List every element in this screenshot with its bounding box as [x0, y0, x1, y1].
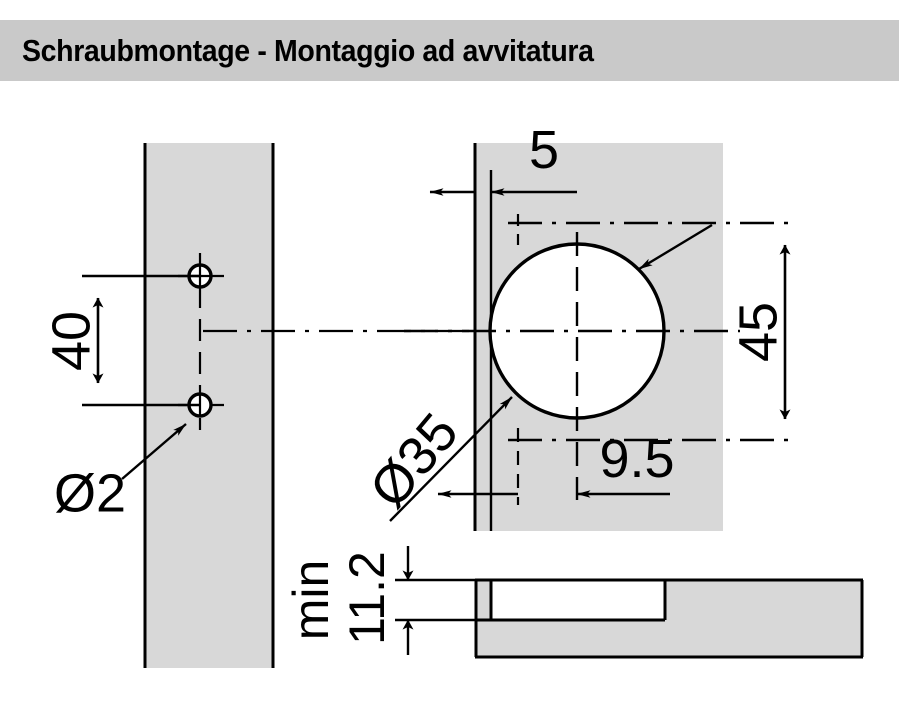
- dim-label-45: 45: [728, 302, 788, 362]
- dim-label-5: 5: [529, 120, 559, 180]
- cup-pocket-recess: [491, 581, 665, 620]
- dim-label-95: 9.5: [599, 429, 674, 489]
- dim-label-40: 40: [41, 311, 101, 371]
- section-view-group: min 11.2: [283, 546, 864, 659]
- dia2-leader-line: [121, 423, 187, 480]
- title-banner: Schraubmontage - Montaggio ad avvitatura: [0, 20, 899, 81]
- dim-label-112: 11.2: [339, 551, 395, 645]
- dia35-leader-upper: [638, 223, 713, 271]
- right-view-group: Ø35 5 45 9.5: [358, 120, 791, 531]
- left-view-group: 40 Ø2: [41, 143, 478, 668]
- dim-label-dia2: Ø2: [54, 463, 126, 523]
- page-title: Schraubmontage - Montaggio ad avvitatura: [22, 32, 594, 68]
- dim-label-min: min: [283, 560, 339, 641]
- dim-label-dia35: Ø35: [358, 402, 470, 519]
- dia35-leader-lower: [389, 396, 513, 522]
